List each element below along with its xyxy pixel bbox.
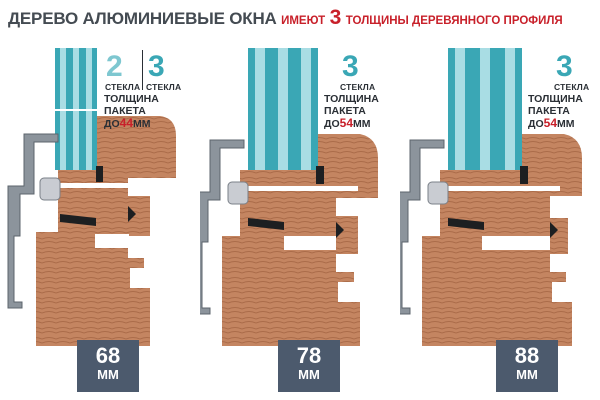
pack-line2: ПАКЕТА	[528, 105, 570, 117]
pack-value: 54	[543, 116, 558, 130]
pack-line3: ДО54ММ	[528, 117, 583, 130]
pack-line2: ПАКЕТА	[324, 105, 366, 117]
sash-wood	[522, 134, 582, 234]
frame-wood	[422, 170, 572, 346]
glass-label-3: СТЕКЛА	[340, 82, 376, 92]
depth-badge: 78 ММ	[278, 340, 340, 392]
pack-unit: ММ	[133, 118, 151, 130]
aluminium-profile	[200, 139, 245, 315]
pack-thickness: ТОЛЩИНА ПАКЕТА ДО54ММ	[528, 93, 583, 130]
glass-count-2: 2	[106, 50, 123, 83]
depth-unit: ММ	[97, 367, 119, 382]
pack-prefix: ДО	[324, 118, 340, 130]
frame-wood	[222, 170, 360, 346]
pack-value: 54	[339, 116, 354, 130]
depth-value: 68	[95, 343, 121, 368]
pack-line2: ПАКЕТА	[104, 105, 146, 117]
sash-wood	[318, 134, 378, 232]
pack-prefix: ДО	[104, 118, 120, 130]
divider	[142, 50, 143, 90]
pack-unit: ММ	[353, 118, 371, 130]
aluminium-profile	[400, 139, 445, 315]
depth-value: 78	[296, 343, 322, 368]
depth-unit: ММ	[516, 367, 538, 382]
pack-thickness: ТОЛЩИНА ПАКЕТА ДО54ММ	[324, 93, 379, 130]
pack-line3: ДО44ММ	[104, 117, 159, 130]
pack-line1: ТОЛЩИНА	[324, 93, 379, 105]
depth-value: 88	[514, 343, 540, 368]
glass-count-3: 3	[148, 50, 165, 83]
subtitle-after: ТОЛЩИНЫ ДЕРЕВЯННОГО ПРОФИЛЯ	[345, 15, 563, 27]
sash-wood	[97, 116, 176, 214]
pack-line3: ДО54ММ	[324, 117, 379, 130]
pack-unit: ММ	[557, 118, 575, 130]
profile-88-drawing	[400, 48, 582, 346]
depth-badge: 88 ММ	[496, 340, 558, 392]
profile-88: 3 СТЕКЛА ТОЛЩИНА ПАКЕТА ДО54ММ 88 ММ	[400, 46, 600, 400]
depth-badge: 68 ММ	[77, 340, 139, 392]
pack-value: 44	[119, 116, 134, 130]
profile-68-drawing	[7, 48, 176, 346]
pack-line1: ТОЛЩИНА	[104, 93, 159, 105]
glass-count-3: 3	[556, 50, 573, 83]
glass-label-2: СТЕКЛА	[105, 82, 141, 92]
aluminium-profile	[7, 133, 59, 309]
frame-wood	[36, 170, 150, 346]
pack-line1: ТОЛЩИНА	[528, 93, 583, 105]
subtitle-before: ИМЕЮТ	[281, 15, 326, 27]
header: ДЕРЕВО АЛЮМИНИЕВЫЕ ОКНА ИМЕЮТ 3 ТОЛЩИНЫ …	[8, 6, 598, 36]
glass-count-3: 3	[342, 50, 359, 83]
profile-78-drawing	[200, 48, 378, 346]
pack-thickness: ТОЛЩИНА ПАКЕТА ДО44ММ	[104, 93, 159, 130]
glass-label-3: СТЕКЛА	[554, 82, 590, 92]
depth-unit: ММ	[298, 367, 320, 382]
page-title: ДЕРЕВО АЛЮМИНИЕВЫЕ ОКНА	[8, 9, 277, 28]
profile-68: 2 СТЕКЛА 3 СТЕКЛА ТОЛЩИНА ПАКЕТА ДО44ММ …	[0, 46, 200, 400]
subtitle-number: 3	[329, 6, 342, 29]
glass-label-3: СТЕКЛА	[146, 82, 182, 92]
profile-78: 3 СТЕКЛА ТОЛЩИНА ПАКЕТА ДО54ММ 78 ММ	[200, 46, 400, 400]
pack-prefix: ДО	[528, 118, 544, 130]
